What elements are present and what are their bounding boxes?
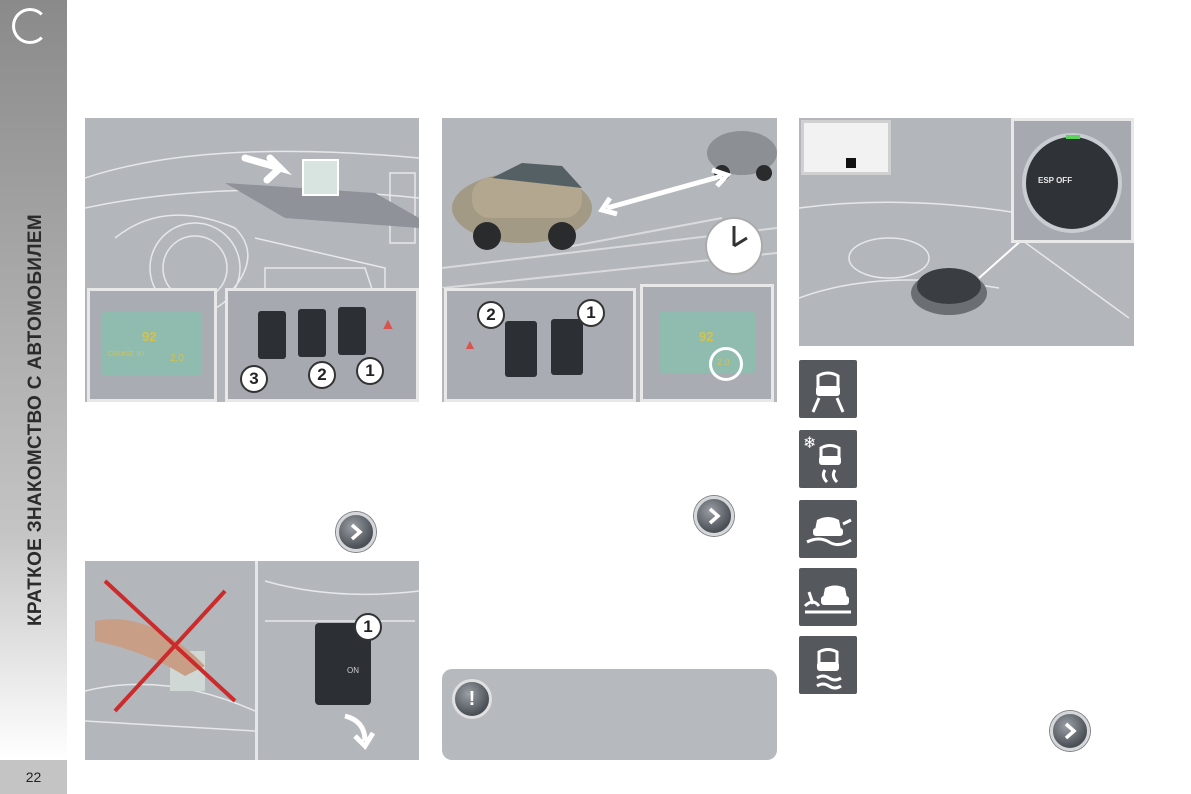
distance-alert-illustration: ▲ 2 1 92 2.0	[442, 118, 777, 402]
hud-distance: 2.0	[717, 357, 730, 367]
hazard-icon: ▲	[380, 316, 396, 333]
standard-mode-icon	[799, 360, 857, 418]
distance-switches-inset: ▲ 2 1	[444, 288, 636, 402]
callout-1: 1	[354, 613, 382, 641]
hud-cruise: CRUISE 90	[108, 351, 145, 358]
switch-on-label: ON	[347, 666, 359, 675]
chevron-right-icon	[708, 507, 721, 525]
mud-mode-icon	[799, 500, 857, 558]
callout-2: 2	[308, 361, 336, 389]
chevron-right-icon	[1064, 722, 1077, 740]
svg-text:❄: ❄	[803, 433, 816, 452]
chevron-right-icon	[350, 523, 363, 541]
hud-screen-inset: 92 CRUISE 90 2.0	[87, 288, 217, 402]
snow-mode-icon: ❄	[799, 430, 857, 488]
grip-control-illustration: ESP OFF	[799, 118, 1134, 346]
sidebar: КРАТКОЕ ЗНАКОМСТВО С АВТОМОБИЛЕМ	[0, 0, 67, 760]
hud-speed: 92	[699, 329, 714, 344]
hud-distance: 2.0	[170, 353, 184, 364]
grip-dial-inset: ESP OFF	[1011, 118, 1134, 243]
section-title: КРАТКОЕ ЗНАКОМСТВО С АВТОМОБИЛЕМ	[25, 214, 46, 626]
callout-2: 2	[477, 301, 505, 329]
hazard-icon: ▲	[463, 336, 477, 352]
exclamation-icon: !	[452, 679, 492, 719]
distance-hud-inset: 92 2.0	[640, 284, 774, 402]
next-page-button-2[interactable]	[694, 496, 734, 536]
hud-speed: 92	[142, 329, 157, 344]
esp-off-label: ESP OFF	[1038, 176, 1073, 185]
logo-icon	[12, 8, 48, 44]
callout-3: 3	[240, 365, 268, 393]
next-page-button-1[interactable]	[336, 512, 376, 552]
arrow-down-icon	[344, 713, 376, 751]
page-number: 22	[0, 760, 67, 794]
callout-1: 1	[577, 299, 605, 327]
next-page-button-3[interactable]	[1050, 711, 1090, 751]
warning-note-box: !	[442, 669, 777, 760]
sand-mode-icon	[799, 568, 857, 626]
esp-off-mode-icon	[799, 636, 857, 694]
hud-dashboard-illustration: 92 CRUISE 90 2.0 ▲ 3 2 1	[85, 118, 419, 402]
callout-1: 1	[356, 357, 384, 385]
car-position-inset	[801, 120, 891, 175]
hud-close-illustration: ON 1	[85, 561, 419, 760]
hud-switches-inset: ▲ 3 2 1	[225, 288, 419, 402]
